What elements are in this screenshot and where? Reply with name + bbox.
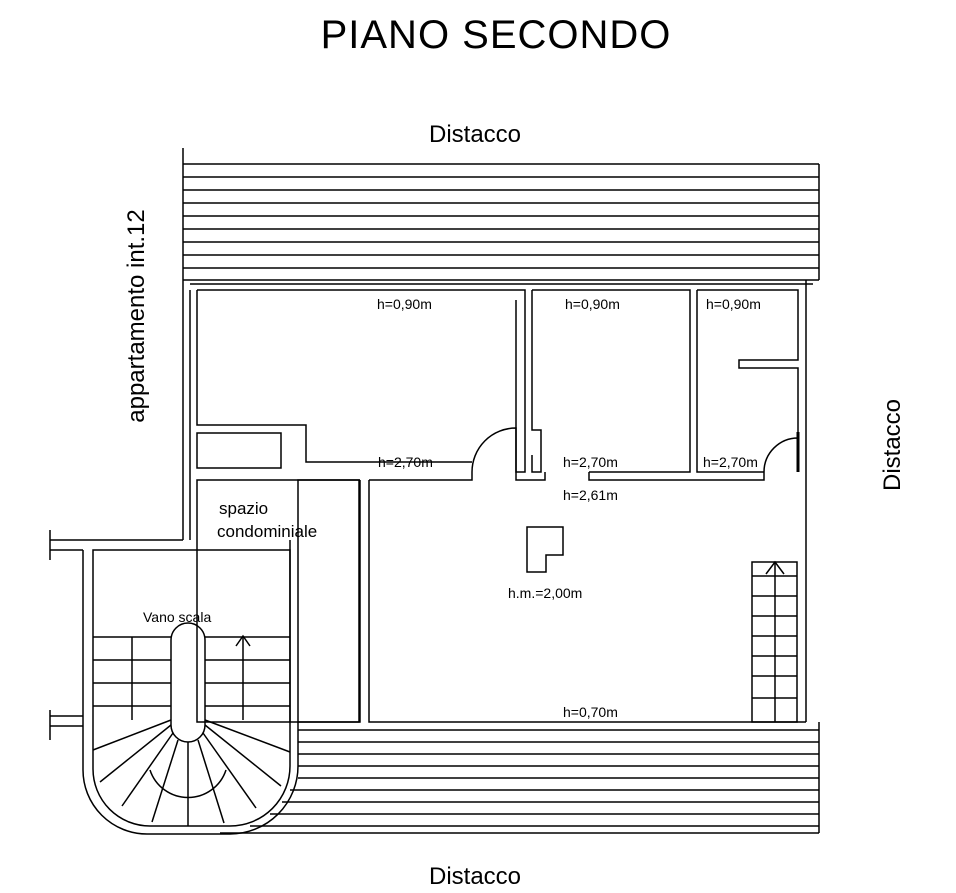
door-swing-c: [763, 437, 799, 473]
room-a-inner-wall: [189, 283, 813, 540]
door-swing-a: [471, 427, 517, 473]
room-b-walls: [531, 289, 691, 473]
room-a-walls: [196, 289, 526, 473]
spazio-label-line2: condominiale: [217, 522, 317, 541]
pillar: [526, 526, 564, 573]
stairwell: [49, 530, 299, 835]
bottom-terrace-hatch: [220, 722, 820, 834]
label-distacco-bottom: Distacco: [429, 863, 521, 890]
height-room-b: h=0,90m: [565, 296, 620, 312]
height-room-a: h=0,90m: [377, 296, 432, 312]
room-c-walls: [696, 289, 799, 473]
cabinet-box: [196, 432, 282, 469]
height-bottom-wall: h=0,70m: [563, 704, 618, 720]
height-room-c: h=0,90m: [706, 296, 761, 312]
label-distacco-top: Distacco: [429, 121, 521, 148]
plan-title: PIANO SECONDO: [321, 13, 672, 57]
label-appartamento-left: appartamento int.12: [123, 209, 150, 422]
height-corridor: h=2,61m: [563, 487, 618, 503]
height-door-b: h=2,70m: [563, 454, 618, 470]
spazio-label-line1: spazio: [219, 499, 268, 518]
height-door-a: h=2,70m: [378, 454, 433, 470]
top-terrace-hatch: [182, 148, 820, 540]
height-door-c: h=2,70m: [703, 454, 758, 470]
corridor-walls: [297, 472, 806, 723]
stair-label: Vano scala: [143, 609, 211, 625]
label-distacco-right: Distacco: [879, 399, 906, 491]
spazio-condominiale-room: [196, 479, 360, 723]
internal-stair: [751, 560, 798, 723]
height-mean: h.m.=2,00m: [508, 585, 582, 601]
